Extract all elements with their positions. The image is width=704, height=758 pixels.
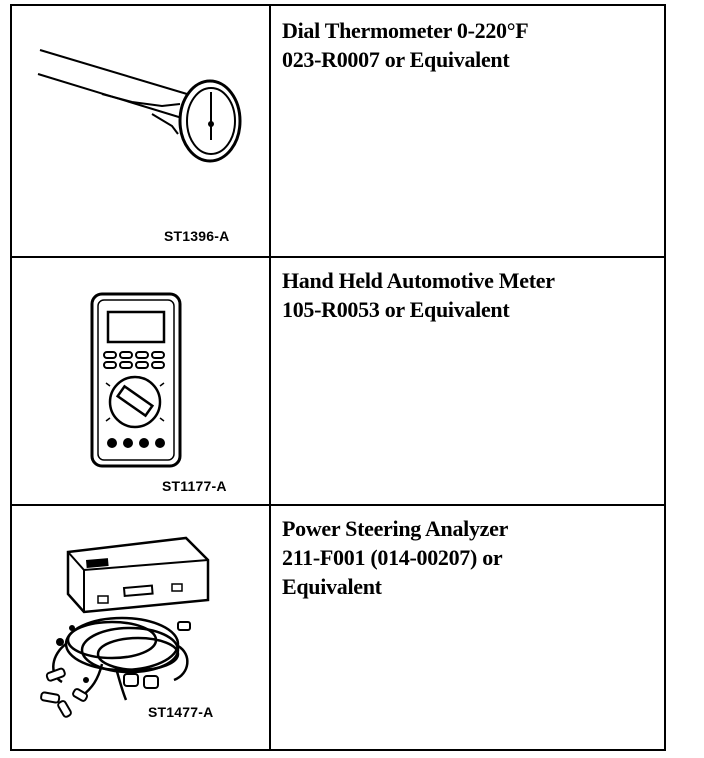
figure-code: ST1396-A xyxy=(164,228,230,244)
tool-part-number: 105-R0053 or Equivalent xyxy=(282,297,510,322)
tool-row-automotive-meter: ST1177-A Hand Held Automotive Meter 105-… xyxy=(12,256,664,506)
tool-part-number: 023-R0007 or Equivalent xyxy=(282,47,510,72)
dial-thermometer-icon xyxy=(37,49,242,163)
tool-name: Dial Thermometer 0-220°F xyxy=(282,18,529,43)
tool-illustration-cell: ST1396-A xyxy=(12,6,271,256)
tool-description: Power Steering Analyzer 211-F001 (014-00… xyxy=(282,514,654,601)
tool-row-power-steering-analyzer: ST1477-A Power Steering Analyzer 211-F00… xyxy=(12,504,664,749)
tool-illustration-cell: ST1177-A xyxy=(12,256,271,504)
tool-name: Hand Held Automotive Meter xyxy=(282,268,555,293)
multimeter-icon xyxy=(90,292,182,468)
tool-row-dial-thermometer: ST1396-A Dial Thermometer 0-220°F 023-R0… xyxy=(12,6,664,258)
special-tools-table: ST1396-A Dial Thermometer 0-220°F 023-R0… xyxy=(10,4,666,751)
tool-part-number-suffix: Equivalent xyxy=(282,574,382,599)
tool-description: Dial Thermometer 0-220°F 023-R0007 or Eq… xyxy=(282,16,654,74)
tool-illustration-cell: ST1477-A xyxy=(12,504,271,749)
tool-name: Power Steering Analyzer xyxy=(282,516,509,541)
tool-part-number: 211-F001 (014-00207) or xyxy=(282,545,503,570)
power-steering-analyzer-icon xyxy=(40,536,210,718)
figure-code: ST1177-A xyxy=(162,478,227,494)
figure-code: ST1477-A xyxy=(148,704,214,720)
tool-description: Hand Held Automotive Meter 105-R0053 or … xyxy=(282,266,654,324)
